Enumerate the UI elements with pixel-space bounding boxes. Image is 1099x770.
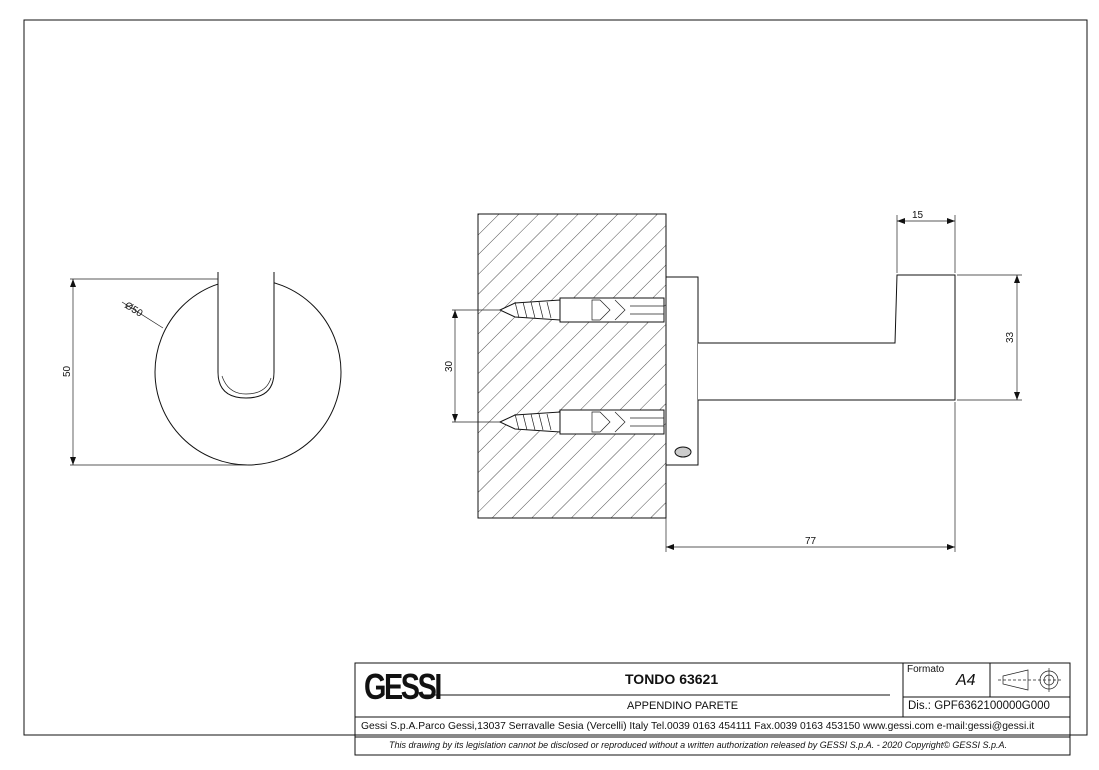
company-address: Gessi S.p.A.Parco Gessi,13037 Serravalle… — [361, 721, 1035, 732]
product-name: TONDO 63621 — [625, 671, 719, 687]
set-screw — [674, 446, 692, 458]
format-value: A4 — [956, 672, 976, 689]
title-block-lines — [354, 662, 1071, 756]
hook-profile — [217, 272, 275, 399]
format-label: Formato — [907, 664, 945, 675]
screw-anchor-bottom — [498, 409, 665, 435]
drawing-frame — [23, 19, 1088, 736]
dim-total-depth: 77 — [805, 536, 817, 547]
wall-plate — [665, 276, 699, 466]
product-description: APPENDINO PARETE — [627, 700, 739, 712]
projection-symbol-icon — [998, 668, 1062, 692]
hook-arm — [698, 274, 956, 401]
wall-section — [477, 213, 667, 519]
side-view: 50 Ø50 — [62, 272, 342, 466]
dim-diameter: Ø50 — [122, 300, 144, 320]
diameter-leader — [121, 301, 164, 329]
dim-hook-height: 33 — [1005, 331, 1016, 343]
dim-side-height: 50 — [62, 365, 73, 377]
drawing-number: Dis.: GPF6362100000G000 — [908, 700, 1050, 712]
gessi-logo: GESSI — [364, 666, 442, 707]
dim-screw-spacing: 30 — [444, 360, 455, 372]
disclaimer: This drawing by its legislation cannot b… — [389, 740, 1007, 750]
dim-hook-width: 15 — [912, 210, 924, 221]
section-view: 30 15 33 77 — [444, 210, 1022, 552]
screw-anchor-top — [498, 297, 665, 323]
